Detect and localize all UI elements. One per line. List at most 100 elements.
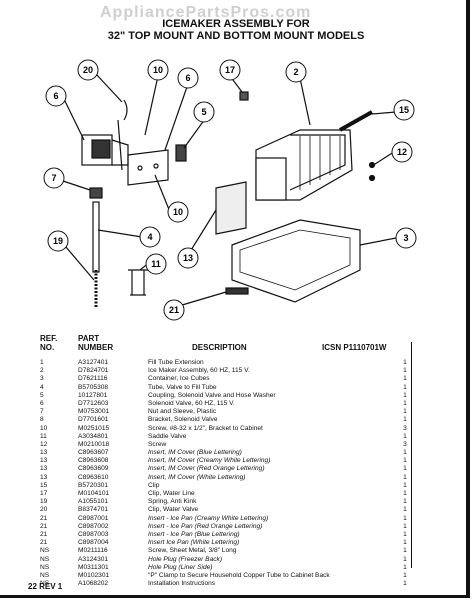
row-desc: Screw, #8-32 x 1/2", Bracket to Cabinet xyxy=(148,424,263,432)
row-ref: 1 xyxy=(40,359,44,366)
callout-21: 21 xyxy=(163,299,185,321)
row-qty: 1 xyxy=(403,367,407,375)
row-ref: 12 xyxy=(40,440,48,448)
row-qty: 1 xyxy=(403,391,407,399)
callout-15: 15 xyxy=(393,99,415,121)
callout-13: 13 xyxy=(177,247,199,269)
row-desc: "P" Clamp to Secure Household Copper Tub… xyxy=(148,571,330,579)
row-ref: 4 xyxy=(40,383,44,391)
callout-12: 12 xyxy=(391,141,413,163)
quantity-column-rule xyxy=(411,342,412,568)
row-qty: 1 xyxy=(403,522,407,530)
row-part: M0211116 xyxy=(78,547,108,555)
row-part: 10127801 xyxy=(78,391,108,399)
page-footer: 22 REV 1 xyxy=(28,582,63,591)
row-ref: 17 xyxy=(40,490,48,497)
row-part: C8987001 xyxy=(78,514,109,522)
water-line-clip-drawing xyxy=(239,91,249,101)
row-part: C8963608 xyxy=(78,457,109,465)
row-desc: Hole Plug (Freezer Back) xyxy=(148,555,223,563)
row-desc: Clip, Water Line xyxy=(148,490,195,497)
callout-20: 20 xyxy=(77,59,99,81)
page-title: ICEMAKER ASSEMBLY FOR 32" TOP MOUNT AND … xyxy=(86,18,386,42)
row-part: A3127401 xyxy=(78,359,109,366)
svg-text:10: 10 xyxy=(173,207,183,217)
im-cover-insert-drawing xyxy=(215,181,247,235)
row-qty: 1 xyxy=(403,539,407,547)
row-qty: 1 xyxy=(403,432,407,440)
svg-text:13: 13 xyxy=(183,253,193,263)
saddle-valve-drawing xyxy=(128,269,150,296)
row-qty: 1 xyxy=(403,481,407,489)
row-part: D7621116 xyxy=(78,375,108,383)
row-ref: 10 xyxy=(40,424,48,432)
svg-text:19: 19 xyxy=(53,236,63,246)
ref-no-header: REF. NO. xyxy=(40,334,58,352)
row-part: B5720301 xyxy=(78,481,109,489)
callout-6: 6 xyxy=(177,67,199,89)
row-qty: 1 xyxy=(403,547,407,555)
row-desc: Insert, IM Cover (Blue Lettering) xyxy=(148,449,242,457)
row-part: A1055101 xyxy=(78,498,109,506)
svg-text:3: 3 xyxy=(403,233,408,243)
row-ref: 19 xyxy=(40,498,48,506)
row-part: M0251015 xyxy=(78,424,110,432)
coupling-drawing xyxy=(175,144,187,162)
row-qty: 1 xyxy=(403,416,407,424)
row-ref: 21 xyxy=(40,539,48,547)
row-desc: Tube, Valve to Fill Tube xyxy=(148,383,217,391)
row-ref: 20 xyxy=(40,506,48,514)
row-desc: Screw, Sheet Metal, 3/8" Long xyxy=(148,547,237,555)
row-ref: 15 xyxy=(40,481,48,489)
svg-text:4: 4 xyxy=(147,232,152,242)
row-desc: Clip xyxy=(148,481,160,489)
row-ref: 2 xyxy=(40,367,44,375)
row-part: D7701601 xyxy=(78,416,109,424)
row-qty: 1 xyxy=(403,555,407,563)
row-ref: 21 xyxy=(40,522,48,530)
svg-text:15: 15 xyxy=(399,105,409,115)
row-ref: 8 xyxy=(40,416,44,424)
row-desc: Insert Ice Pan (White Lettering) xyxy=(148,539,240,547)
row-desc: Container, Ice Cubes xyxy=(148,375,210,383)
row-part: A1068202 xyxy=(78,580,109,588)
row-qty: 1 xyxy=(403,399,407,407)
title-line-1: ICEMAKER ASSEMBLY FOR xyxy=(162,18,310,30)
watermark: AppliancePartsPros.com xyxy=(100,4,312,21)
table-row: 15 B5720301 Clip 1 xyxy=(40,482,420,490)
row-part: D7824701 xyxy=(78,367,109,375)
row-part: B8374701 xyxy=(78,506,109,514)
row-ref: 6 xyxy=(40,399,44,407)
row-part: A3034801 xyxy=(78,432,109,440)
row-desc: Saddle Valve xyxy=(148,432,187,440)
row-desc: Coupling, Solenoid Valve and Hose Washer xyxy=(148,391,276,399)
ice-pan-insert-drawing xyxy=(225,287,249,295)
row-desc: Insert, IM Cover (Creamy White Lettering… xyxy=(148,457,271,465)
icsn-header: ICSN P1110701W xyxy=(322,343,387,352)
svg-text:5: 5 xyxy=(201,107,206,117)
row-part: M0210018 xyxy=(78,440,110,448)
row-qty: 1 xyxy=(403,449,407,457)
svg-text:2: 2 xyxy=(293,67,298,77)
callout-labels: 20 10 6 17 2 15 5 12 6 7 10 4 19 11 13 3… xyxy=(43,59,417,321)
part-number-header: PART NUMBER xyxy=(78,334,114,352)
row-qty: 1 xyxy=(403,506,407,514)
svg-text:20: 20 xyxy=(83,65,93,75)
row-qty: 1 xyxy=(403,514,407,522)
row-part: M0102301 xyxy=(78,571,110,579)
row-qty: 1 xyxy=(403,359,407,366)
row-qty: 1 xyxy=(403,498,407,506)
